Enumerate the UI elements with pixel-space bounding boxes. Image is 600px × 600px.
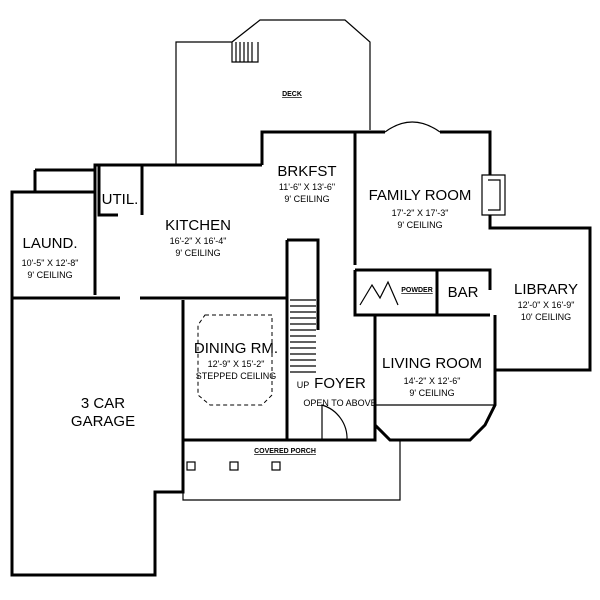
stairs: [290, 299, 316, 373]
bar-label: BAR: [448, 284, 479, 301]
deck-outline: [175, 19, 371, 165]
porch-column: [271, 461, 281, 471]
living-room-label: LIVING ROOM: [382, 355, 482, 372]
laundry-label: LAUND.: [22, 235, 77, 252]
laundry-ceiling: 9' CEILING: [27, 270, 72, 280]
garage-label-line2: GARAGE: [71, 413, 135, 430]
kitchen-walls: [93, 163, 262, 295]
powder-label: POWDER: [401, 287, 433, 294]
dining-walls: [181, 296, 287, 442]
util-walls: [97, 165, 144, 217]
dining-ceiling: STEPPED CEILING: [196, 371, 277, 381]
family-bay: [384, 121, 441, 133]
library-label: LIBRARY: [514, 281, 578, 298]
porch-column: [229, 461, 239, 471]
library-ceiling: 10' CEILING: [521, 312, 571, 322]
garage-label-line1: 3 CAR: [81, 395, 125, 412]
kitchen-ceiling: 9' CEILING: [175, 248, 220, 258]
foyer-label: FOYER: [314, 375, 366, 392]
laundry-walls: [10, 168, 97, 295]
foyer-note: OPEN TO ABOVE: [303, 398, 376, 408]
library-size: 12'-0" X 16'-9": [518, 300, 575, 310]
breakfast-size: 11'-6" X 13'-6": [279, 182, 335, 192]
family-room-label: FAMILY ROOM: [369, 187, 472, 204]
dining-stepped-ceiling: [197, 314, 273, 406]
powder-bar-walls: [353, 268, 492, 317]
porch-column: [186, 461, 196, 471]
stair-up-label: UP: [297, 380, 310, 390]
util-label: UTIL.: [102, 191, 139, 208]
dining-size: 12'-9" X 15'-2": [208, 359, 265, 369]
kitchen-size: 16'-2" X 16'-4": [170, 236, 227, 246]
front-door: [321, 404, 348, 441]
breakfast-walls: [260, 130, 357, 265]
fireplace: [481, 174, 506, 216]
dining-label: DINING RM.: [194, 340, 278, 357]
family-room-size: 17'-2" X 17'-3": [392, 208, 449, 218]
breakfast-label: BRKFST: [277, 163, 336, 180]
porch-label: COVERED PORCH: [254, 448, 316, 455]
living-room-ceiling: 9' CEILING: [409, 388, 454, 398]
garage-walls: [10, 295, 185, 577]
deck-stairs: [231, 42, 259, 63]
family-walls: [355, 130, 592, 372]
porch-outline: [182, 440, 401, 501]
living-room-size: 14'-2" X 12'-6": [404, 376, 461, 386]
breakfast-ceiling: 9' CEILING: [284, 194, 329, 204]
kitchen-label: KITCHEN: [165, 217, 231, 234]
closet-hangers: [359, 280, 399, 306]
deck-label: DECK: [282, 91, 302, 98]
family-room-ceiling: 9' CEILING: [397, 220, 442, 230]
laundry-size: 10'-5" X 12'-8": [22, 258, 79, 268]
